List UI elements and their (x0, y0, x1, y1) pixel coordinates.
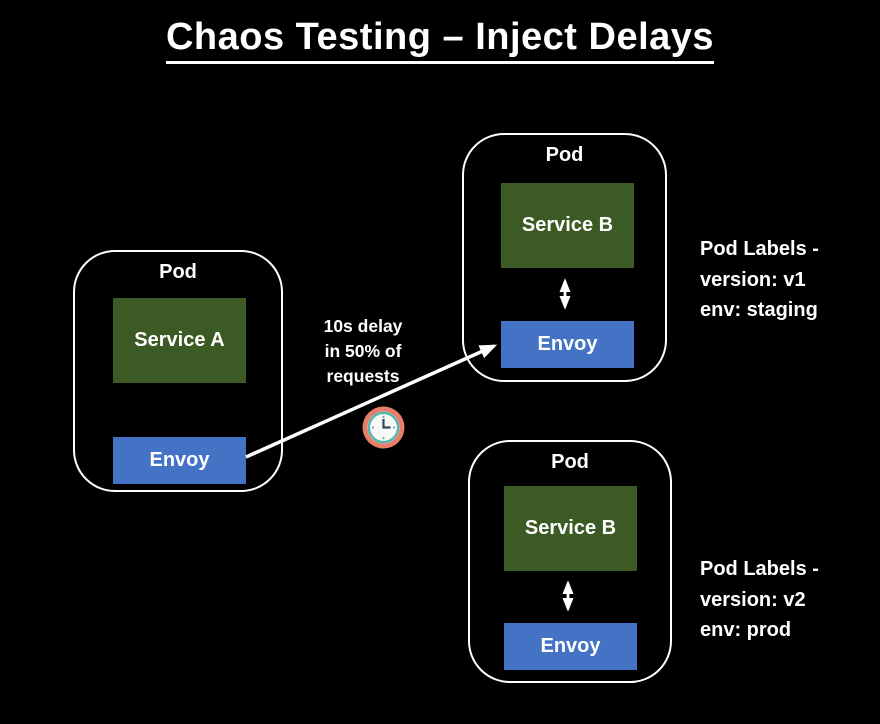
service-b1-label: Service B (521, 214, 614, 236)
pod-service-b-v2: Pod Service B Envoy (468, 440, 672, 683)
pod-labels-v1-annotation: Pod Labels - version: v1 env: staging (700, 234, 819, 326)
pod-labels-v1-line: Pod Labels - (700, 238, 819, 260)
pod-b1-title: Pod (545, 144, 584, 166)
service-a-label: Service A (134, 329, 225, 351)
delay-annotation: 10s delay in 50% of requests (292, 314, 434, 389)
envoy-b2-label: Envoy (540, 635, 601, 657)
delay-annotation-line: requests (326, 366, 400, 386)
pod-service-a: Pod Service A Envoy (73, 250, 283, 492)
pod-labels-v2-line: version: v2 (700, 588, 806, 611)
pod-b2-title: Pod (551, 451, 589, 473)
delay-annotation-line: in 50% of (324, 341, 402, 361)
slide-title-text: Chaos Testing – Inject Delays (165, 16, 715, 64)
pod-labels-v1-line: version: v1 (700, 268, 806, 291)
service-b2-label: Service B (524, 517, 617, 539)
envoy-b1-label: Envoy (537, 333, 598, 355)
pod-labels-v2-line: Pod Labels - (700, 558, 819, 580)
pod-labels-v2-annotation: Pod Labels - version: v2 env: prod (700, 554, 819, 646)
service-b2-box: Service B (504, 486, 637, 571)
envoy-a-box: Envoy (113, 437, 246, 484)
pod-labels-v1-line: env: staging (700, 299, 818, 321)
pod-a-title: Pod (159, 261, 197, 283)
delay-annotation-line: 10s delay (323, 316, 403, 336)
service-b1-box: Service B (501, 183, 634, 268)
envoy-b2-box: Envoy (504, 623, 637, 670)
slide-title: Chaos Testing – Inject Delays (0, 16, 880, 64)
envoy-b1-box: Envoy (501, 321, 634, 368)
pod-labels-v2-line: env: prod (700, 619, 792, 641)
service-a-box: Service A (113, 298, 246, 383)
envoy-a-label: Envoy (149, 449, 210, 471)
clock-icon (362, 406, 405, 449)
pod-service-b-v1: Pod Service B Envoy (462, 133, 667, 382)
